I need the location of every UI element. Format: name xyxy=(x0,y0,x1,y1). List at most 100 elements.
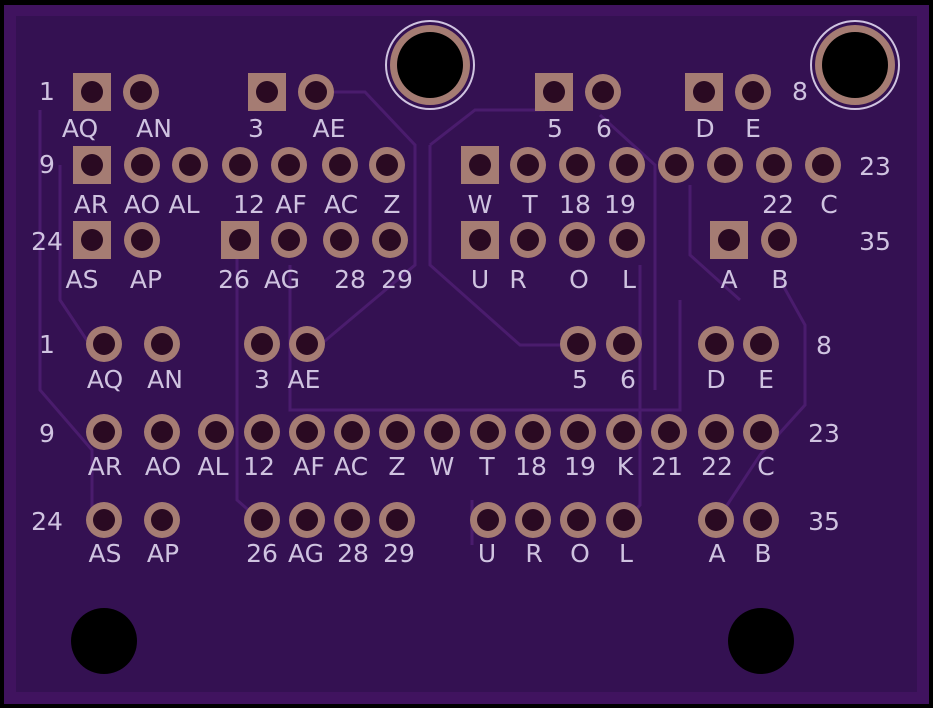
silkscreen-label: 29 xyxy=(383,539,415,568)
round-pad xyxy=(698,414,734,450)
silkscreen-label: AL xyxy=(168,190,199,219)
round-pad xyxy=(606,502,642,538)
silkscreen-label: 35 xyxy=(808,507,840,536)
plated-mounting-hole xyxy=(385,20,475,110)
silkscreen-label: B xyxy=(754,539,771,568)
round-pad xyxy=(271,222,307,258)
silkscreen-label: AF xyxy=(293,452,324,481)
round-pad xyxy=(244,502,280,538)
silkscreen-label: O xyxy=(570,539,590,568)
round-pad xyxy=(559,222,595,258)
silkscreen-label: 29 xyxy=(381,265,413,294)
silkscreen-label: 3 xyxy=(254,365,270,394)
round-pad xyxy=(805,147,841,183)
round-pad xyxy=(606,414,642,450)
round-pad xyxy=(298,74,334,110)
round-pad xyxy=(379,502,415,538)
silkscreen-label: 19 xyxy=(604,190,636,219)
round-pad xyxy=(144,414,180,450)
silkscreen-label: D xyxy=(695,114,714,143)
round-pad xyxy=(510,147,546,183)
trace-layer xyxy=(38,90,807,545)
square-pad xyxy=(535,73,573,111)
silkscreen-label: L xyxy=(619,539,633,568)
silkscreen-label: AO xyxy=(145,452,181,481)
silkscreen-label: AC xyxy=(324,190,358,219)
silkscreen-label: D xyxy=(706,365,725,394)
plated-mounting-hole xyxy=(810,20,900,110)
silkscreen-label: AQ xyxy=(87,365,123,394)
round-pad xyxy=(334,502,370,538)
round-pad xyxy=(198,414,234,450)
round-pad xyxy=(289,414,325,450)
round-pad xyxy=(86,326,122,362)
silkscreen-label: 26 xyxy=(218,265,250,294)
round-pad xyxy=(606,326,642,362)
round-pad xyxy=(144,502,180,538)
silkscreen-label: 22 xyxy=(701,452,733,481)
round-pad xyxy=(761,222,797,258)
square-pad xyxy=(710,221,748,259)
silkscreen-label: AE xyxy=(288,365,321,394)
round-pad xyxy=(322,147,358,183)
round-pad xyxy=(222,147,258,183)
silkscreen-label: U xyxy=(478,539,496,568)
trace xyxy=(688,185,742,302)
silkscreen-label: AO xyxy=(124,190,160,219)
trace xyxy=(288,265,682,412)
round-pad xyxy=(144,326,180,362)
silkscreen-label: AS xyxy=(89,539,122,568)
silkscreen-label: AG xyxy=(264,265,300,294)
silkscreen-label: A xyxy=(708,539,725,568)
round-pad xyxy=(379,414,415,450)
silkscreen-label: 5 xyxy=(547,114,563,143)
round-pad xyxy=(560,502,596,538)
silkscreen-label: 28 xyxy=(337,539,369,568)
silkscreen-label: 1 xyxy=(39,330,55,359)
silkscreen-label: 26 xyxy=(246,539,278,568)
square-pad xyxy=(685,73,723,111)
silkscreen-label: AS xyxy=(66,265,99,294)
silkscreen-label: U xyxy=(471,265,489,294)
silkscreen-label: 22 xyxy=(762,190,794,219)
silkscreen-label: E xyxy=(745,114,761,143)
round-pad xyxy=(560,414,596,450)
round-pad xyxy=(560,326,596,362)
mount-holes xyxy=(71,20,900,674)
round-pad xyxy=(515,414,551,450)
silkscreen-label: 24 xyxy=(31,227,63,256)
round-pad xyxy=(470,414,506,450)
round-pad xyxy=(609,147,645,183)
silkscreen-label: 18 xyxy=(559,190,591,219)
round-pad xyxy=(698,326,734,362)
round-pad xyxy=(585,74,621,110)
silkscreen-label: AF xyxy=(275,190,306,219)
silkscreen-label: O xyxy=(569,265,589,294)
silkscreen-label: AL xyxy=(197,452,228,481)
silkscreen-label: 19 xyxy=(564,452,596,481)
silkscreen-label: 1 xyxy=(39,77,55,106)
trace xyxy=(714,279,807,523)
silkscreen-label: 8 xyxy=(816,331,832,360)
round-pad xyxy=(515,502,551,538)
trace xyxy=(318,90,417,347)
silkscreen-label: 12 xyxy=(233,190,265,219)
round-pad xyxy=(424,414,460,450)
round-pad xyxy=(86,414,122,450)
silkscreen-label: 23 xyxy=(859,152,891,181)
round-pad xyxy=(369,147,405,183)
square-pad xyxy=(73,73,111,111)
round-pad xyxy=(609,222,645,258)
silkscreen-label: A xyxy=(720,265,737,294)
silkscreen-label: 3 xyxy=(248,114,264,143)
round-pad xyxy=(323,222,359,258)
round-pad xyxy=(372,222,408,258)
silkscreen-label: 8 xyxy=(792,77,808,106)
silkscreen-label: C xyxy=(820,190,837,219)
silkscreen-label: 35 xyxy=(859,227,891,256)
round-pad xyxy=(743,414,779,450)
silkscreen-label: AN xyxy=(136,114,172,143)
round-pad xyxy=(334,414,370,450)
silkscreen-label: R xyxy=(525,539,542,568)
